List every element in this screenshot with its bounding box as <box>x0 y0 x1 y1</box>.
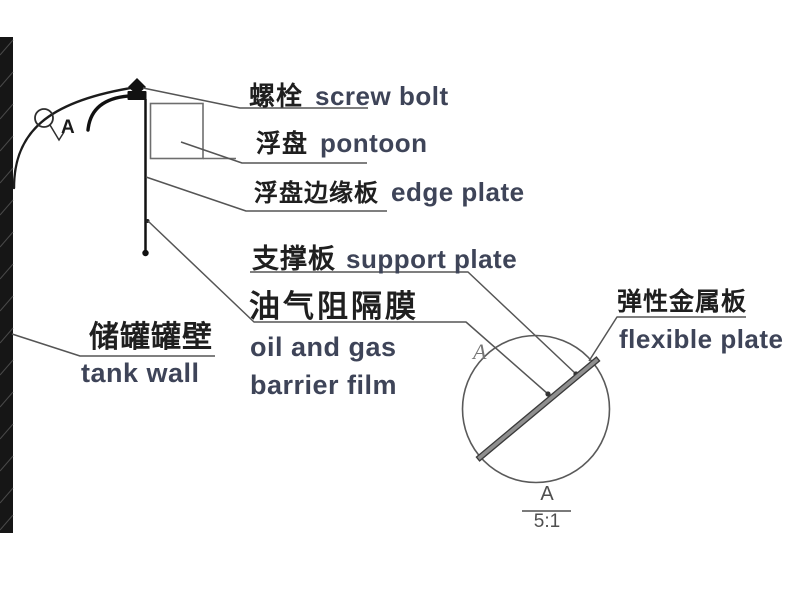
label-barrier-film-zh: 油气阻隔膜 <box>249 281 419 326</box>
pontoon-en: pontoon <box>320 128 428 158</box>
flexible-plate-strip <box>475 356 601 462</box>
label-tank-wall-en: tank wall <box>81 358 200 388</box>
edge-plate-en: edge plate <box>391 177 525 207</box>
detail-marker-letter: A <box>61 117 75 138</box>
edge-plate-zh: 浮盘边缘板 <box>254 180 379 207</box>
detail-view-circle <box>461 334 611 512</box>
detail-marker-circle <box>34 108 65 142</box>
label-screw-bolt: 螺栓 screw bolt <box>249 76 449 113</box>
tank-wall-zh: 储罐罐壁 <box>89 321 213 354</box>
flexible-plate-zh: 弹性金属板 <box>617 288 748 316</box>
label-barrier-film-en2: barrier film <box>250 370 398 400</box>
screw-bolt-zh: 螺栓 <box>249 81 304 111</box>
label-flexible-plate-en: flexible plate <box>619 324 784 354</box>
label-pontoon: 浮盘 pontoon <box>256 124 427 160</box>
support-plate-zh: 支撑板 <box>252 244 336 274</box>
detail-title-letter: A <box>540 483 554 505</box>
screw-bolt-shape <box>127 78 147 100</box>
detail-scale-ratio: 5:1 <box>533 511 561 532</box>
support-plate-en: support plate <box>346 244 518 274</box>
label-edge-plate: 浮盘边缘板 edge plate <box>254 173 525 208</box>
screw-bolt-en: screw bolt <box>315 81 449 111</box>
detail-circle-letter: A <box>473 339 487 364</box>
pontoon-shape <box>149 102 236 160</box>
label-barrier-film-en1: oil and gas <box>250 332 397 362</box>
label-tank-wall-zh: 储罐罐壁 <box>89 312 213 356</box>
label-flexible-plate-zh: 弹性金属板 <box>617 282 747 318</box>
flexible-plate-arc <box>86 94 131 132</box>
tank-wall-shape <box>0 37 14 533</box>
barrier-film-curve <box>12 86 133 190</box>
leader-lines <box>11 87 746 395</box>
pontoon-zh: 浮盘 <box>256 130 309 158</box>
label-support-plate: 支撑板 support plate <box>252 237 517 276</box>
barrier-film-zh: 油气阻隔膜 <box>249 289 419 324</box>
